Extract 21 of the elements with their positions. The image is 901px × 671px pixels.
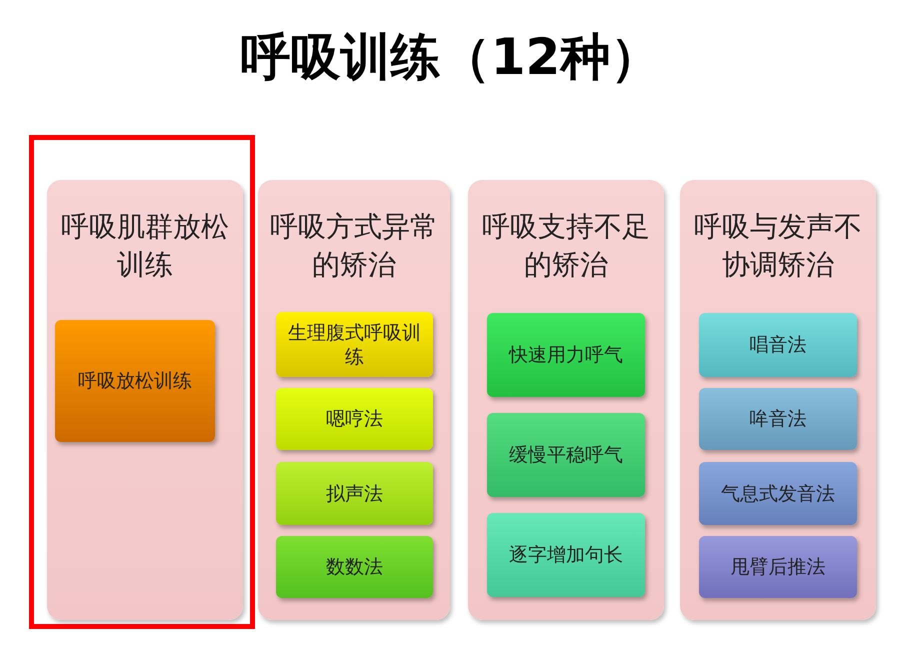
title: 呼吸训练（12种） [240,27,662,88]
panel-heading: 呼吸支持不足的矫治 [481,209,651,283]
column-panel [468,180,664,620]
method-box: 数数法 [276,536,433,598]
method-box: 嗯哼法 [276,388,433,450]
panel-heading: 呼吸肌群放松训练 [60,209,230,283]
method-box: 生理腹式呼吸训练 [276,312,433,377]
method-box: 甩臂后推法 [699,536,857,598]
method-box: 缓慢平稳呼气 [487,413,645,497]
method-box: 逐字增加句长 [487,513,645,597]
column-panel [258,180,450,620]
panel-heading: 呼吸与发声不协调矫治 [693,209,863,283]
method-box: 拟声法 [276,462,433,525]
column-panel [47,180,243,620]
panel-heading: 呼吸方式异常的矫治 [269,209,439,283]
method-box: 气息式发音法 [699,462,857,525]
method-box: 快速用力呼气 [487,313,645,397]
method-box: 呼吸放松训练 [55,320,215,442]
column-panel [680,180,876,620]
method-box: 哞音法 [699,388,857,450]
method-box: 唱音法 [699,313,857,377]
